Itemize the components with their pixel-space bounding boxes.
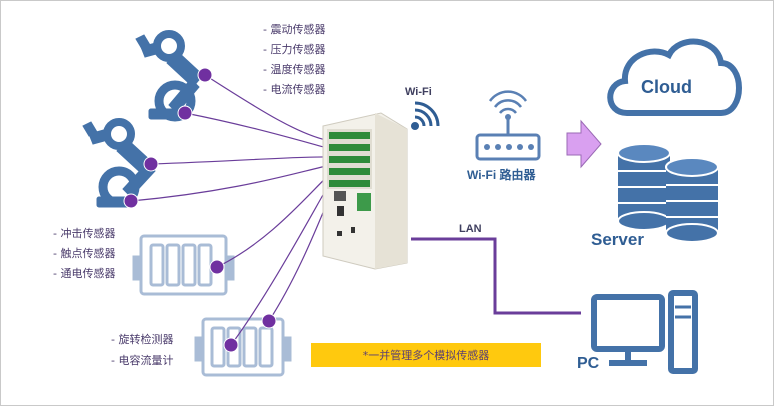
pc-label: PC <box>577 355 600 372</box>
router-label: Wi-Fi 路由器 <box>467 168 536 182</box>
cloud-label: Cloud <box>641 77 692 97</box>
sensor-label: - 冲击传感器 <box>53 227 116 240</box>
note-banner: *一并管理多个模拟传感器 <box>311 343 541 367</box>
cloud-icon <box>607 38 742 116</box>
lan-cable <box>411 237 581 315</box>
router-icon <box>475 90 541 161</box>
arrow-right-icon <box>566 119 602 169</box>
lan-label: LAN <box>459 223 482 235</box>
equipment-rack-icon <box>132 234 235 296</box>
sensor-label: - 通电传感器 <box>53 267 116 280</box>
wifi-icon <box>411 101 440 130</box>
wifi-label: Wi-Fi <box>405 86 432 98</box>
sensor-label: - 震动传感器 <box>263 23 326 36</box>
sensor-label: - 触点传感器 <box>53 247 116 260</box>
sensor-label: - 旋转检测器 <box>111 333 174 346</box>
robot-arm-icon <box>82 118 156 208</box>
controller-device <box>322 112 408 270</box>
server-icon <box>665 157 719 243</box>
robot-arm-icon <box>135 30 204 122</box>
connection-dots <box>123 67 277 353</box>
equipment-rack-icon <box>194 317 292 377</box>
connection-lines <box>130 74 334 346</box>
sensor-label: - 电流传感器 <box>263 83 326 96</box>
server-label: Server <box>591 230 644 249</box>
sensor-label: - 压力传感器 <box>263 43 326 56</box>
server-icon <box>617 143 671 231</box>
sensor-label: - 电容流量计 <box>111 354 174 367</box>
sensor-label: - 温度传感器 <box>263 63 326 76</box>
pc-icon <box>591 290 698 374</box>
